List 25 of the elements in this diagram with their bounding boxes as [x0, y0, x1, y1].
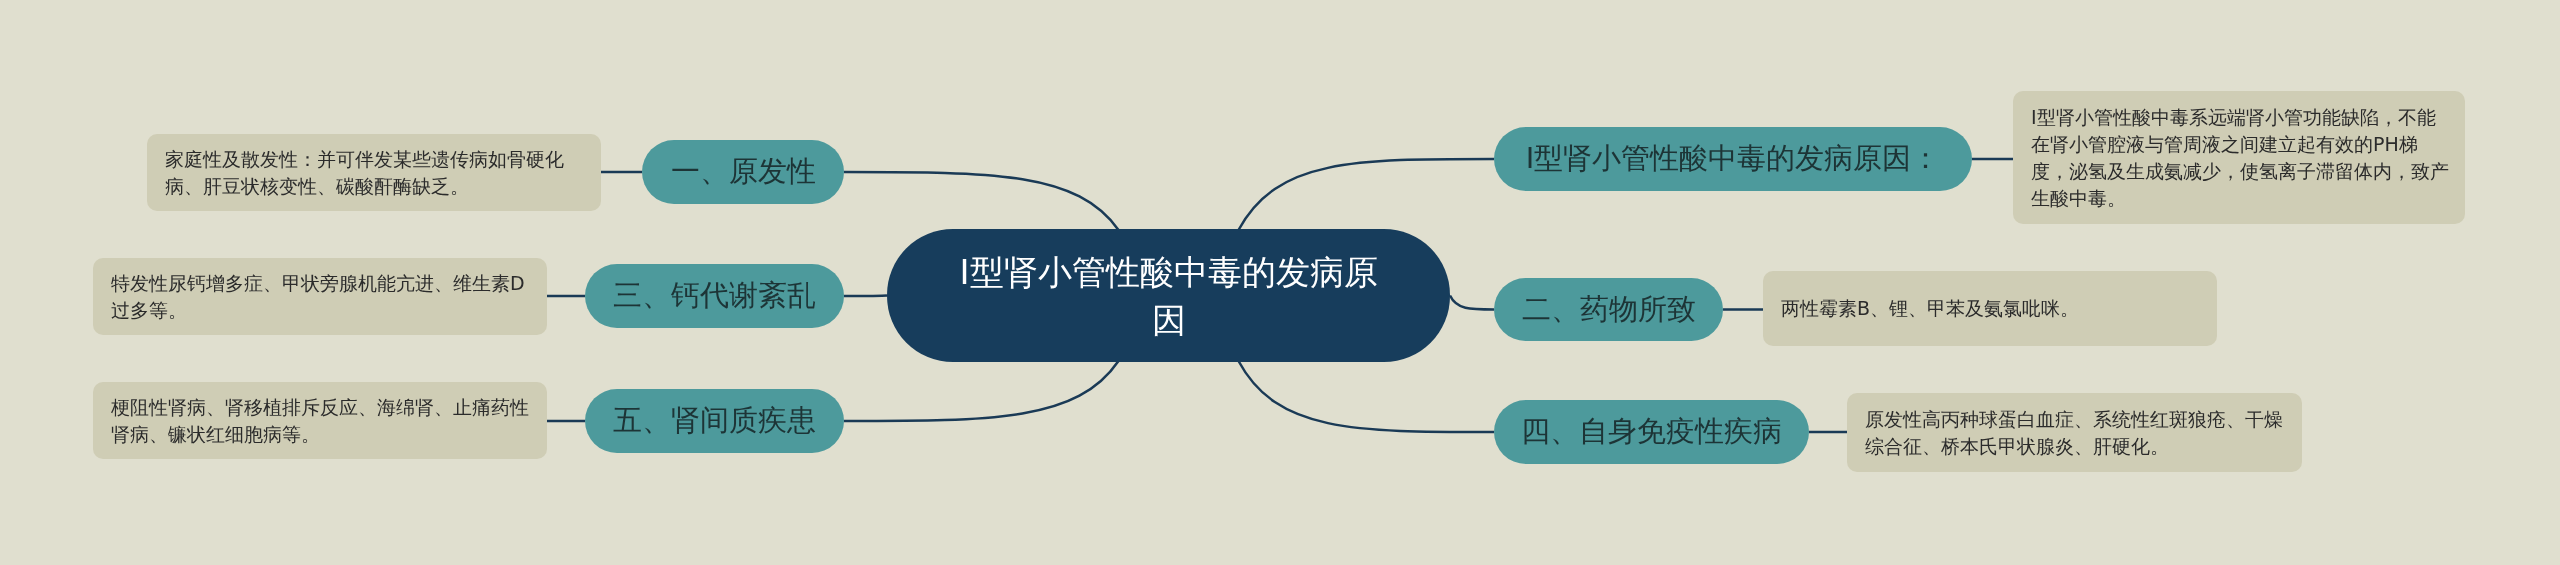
topic-pill: 五、肾间质疾患	[585, 389, 844, 453]
central-topic: Ⅰ型肾小管性酸中毒的发病原因	[887, 229, 1450, 362]
connector-line	[1237, 360, 1494, 434]
connector-line	[1972, 157, 2013, 161]
connector-line	[1809, 430, 1847, 434]
topic-pill: 二、药物所致	[1494, 278, 1723, 341]
connector-line	[1448, 294, 1494, 311]
note-box: 原发性高丙种球蛋白血症、系统性红斑狼疮、干燥综合征、桥本氏甲状腺炎、肝硬化。	[1847, 393, 2302, 472]
note-box: 特发性尿钙增多症、甲状旁腺机能亢进、维生素D过多等。	[93, 258, 547, 335]
topic-pill: Ⅰ型肾小管性酸中毒的发病原因：	[1494, 127, 1972, 191]
connector-line	[547, 419, 585, 423]
connector-line	[1723, 308, 1763, 311]
note-box: 家庭性及散发性：并可伴发某些遗传病如骨硬化病、肝豆状核变性、碳酸酐酶缺乏。	[147, 134, 601, 211]
note-box: Ⅰ型肾小管性酸中毒系远端肾小管功能缺陷，不能在肾小管腔液与管周液之间建立起有效的PH梯度，泌氢及生成氨减少，使氢离子滞留体内，致产生酸中毒。	[2013, 91, 2465, 224]
topic-pill: 三、钙代谢紊乱	[585, 264, 844, 328]
connector-line	[844, 294, 888, 298]
connector-line	[601, 170, 642, 174]
connector-line	[844, 170, 1120, 231]
connector-line	[844, 360, 1120, 423]
note-box: 两性霉素B、锂、甲苯及氨氯吡咪。	[1763, 271, 2217, 346]
connector-line	[547, 294, 585, 298]
note-box: 梗阻性肾病、肾移植排斥反应、海绵肾、止痛药性肾病、镰状红细胞病等。	[93, 382, 547, 459]
connector-line	[1237, 157, 1494, 231]
topic-pill: 四、自身免疫性疾病	[1494, 400, 1809, 464]
topic-pill: 一、原发性	[642, 140, 844, 204]
